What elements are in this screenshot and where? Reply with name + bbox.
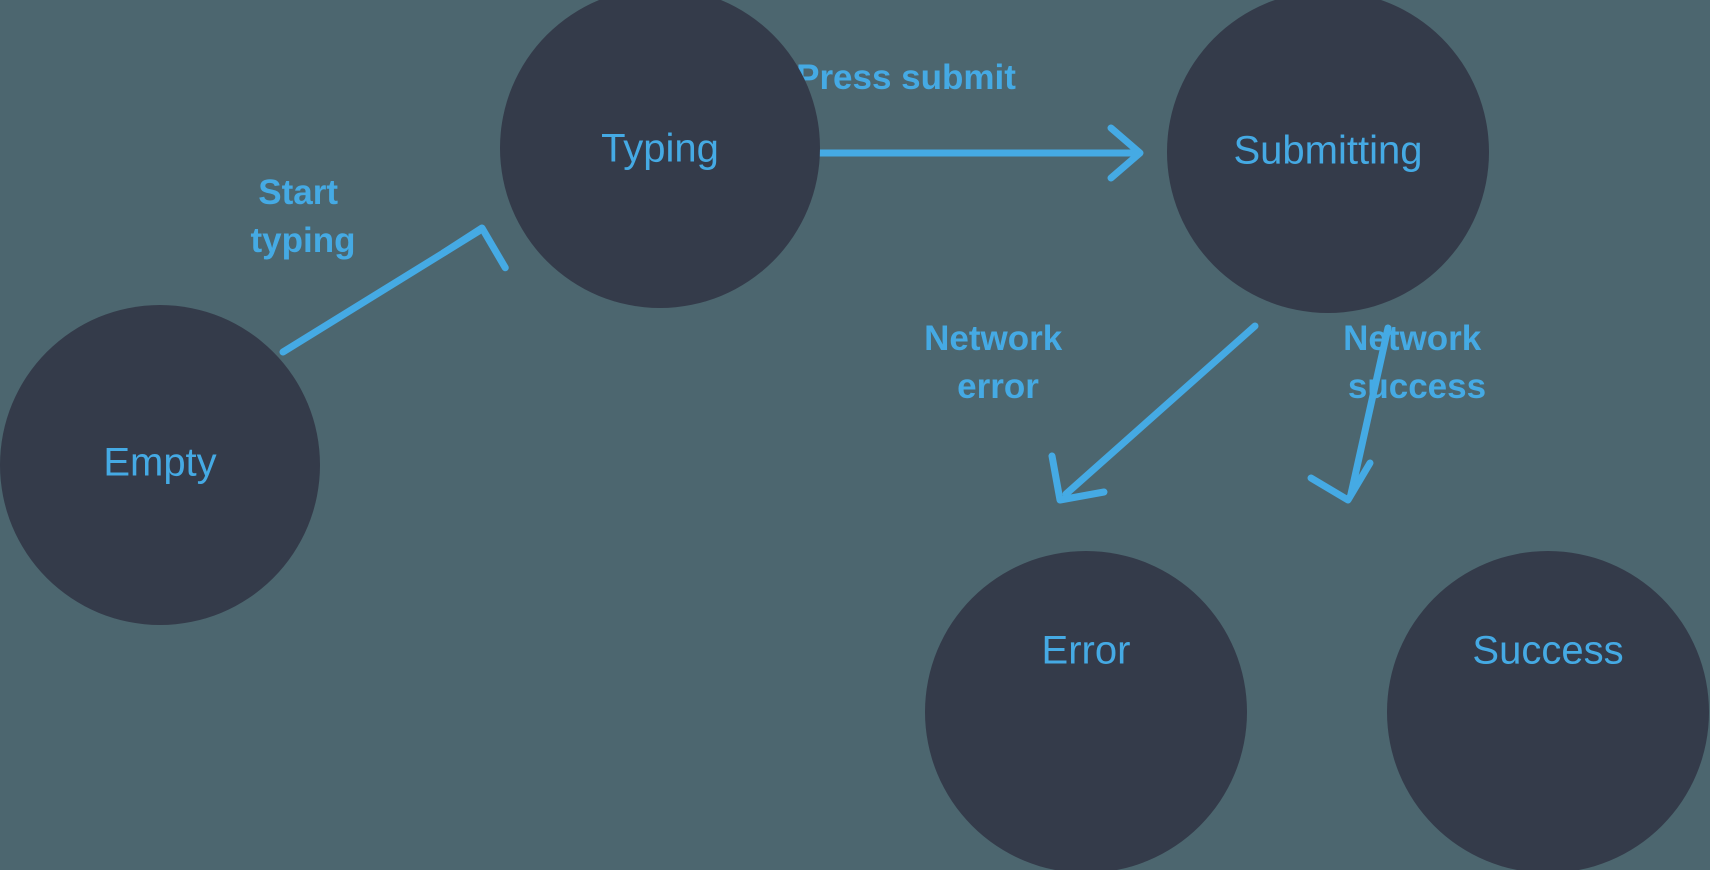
edge-label-line: typing: [251, 221, 356, 260]
state-label-submitting: Submitting: [1234, 129, 1423, 173]
state-circle-typing: [500, 0, 820, 308]
state-circle-success: [1387, 551, 1709, 870]
state-circle-empty: [0, 305, 320, 625]
state-node-typing[interactable]: Typing: [500, 0, 820, 308]
edge-label-line: Network: [1343, 319, 1482, 358]
state-node-empty[interactable]: Empty: [0, 305, 320, 625]
edge-label-line: Press submit: [796, 58, 1016, 97]
edge-submitting-to-error[interactable]: Network error: [924, 319, 1259, 504]
state-circle-error: [925, 551, 1247, 870]
state-node-submitting[interactable]: Submitting: [1167, 0, 1489, 313]
edge-label-submitting-to-error: Network error: [924, 319, 1072, 406]
edge-label-line: error: [957, 367, 1039, 406]
edge-label-line: Network: [924, 319, 1063, 358]
edge-label-line: success: [1348, 367, 1486, 406]
arrowhead-empty-to-typing: [439, 224, 509, 272]
state-label-typing: Typing: [601, 127, 719, 171]
state-node-error[interactable]: Error: [925, 551, 1247, 870]
edge-line-submitting-to-success: [1347, 324, 1392, 498]
state-node-success[interactable]: Success: [1387, 551, 1709, 870]
edge-label-line: Start: [258, 173, 338, 212]
edge-submitting-to-success[interactable]: Network success: [1307, 319, 1491, 504]
state-label-success: Success: [1472, 629, 1623, 673]
arrowhead-typing-to-submitting: [1107, 124, 1144, 182]
edge-typing-to-submitting[interactable]: Press submit: [764, 58, 1144, 182]
edge-empty-to-typing[interactable]: Start typing: [251, 173, 509, 356]
arrowhead-submitting-to-success: [1307, 459, 1374, 504]
state-label-empty: Empty: [103, 441, 216, 485]
edge-line-submitting-to-error: [1062, 322, 1259, 498]
state-label-error: Error: [1042, 629, 1131, 673]
edge-label-empty-to-typing: Start typing: [251, 173, 356, 260]
state-circle-submitting: [1167, 0, 1489, 313]
arrowhead-submitting-to-error: [1048, 452, 1108, 504]
edge-label-submitting-to-success: Network success: [1343, 319, 1491, 406]
edge-label-typing-to-submitting: Press submit: [796, 58, 1016, 97]
